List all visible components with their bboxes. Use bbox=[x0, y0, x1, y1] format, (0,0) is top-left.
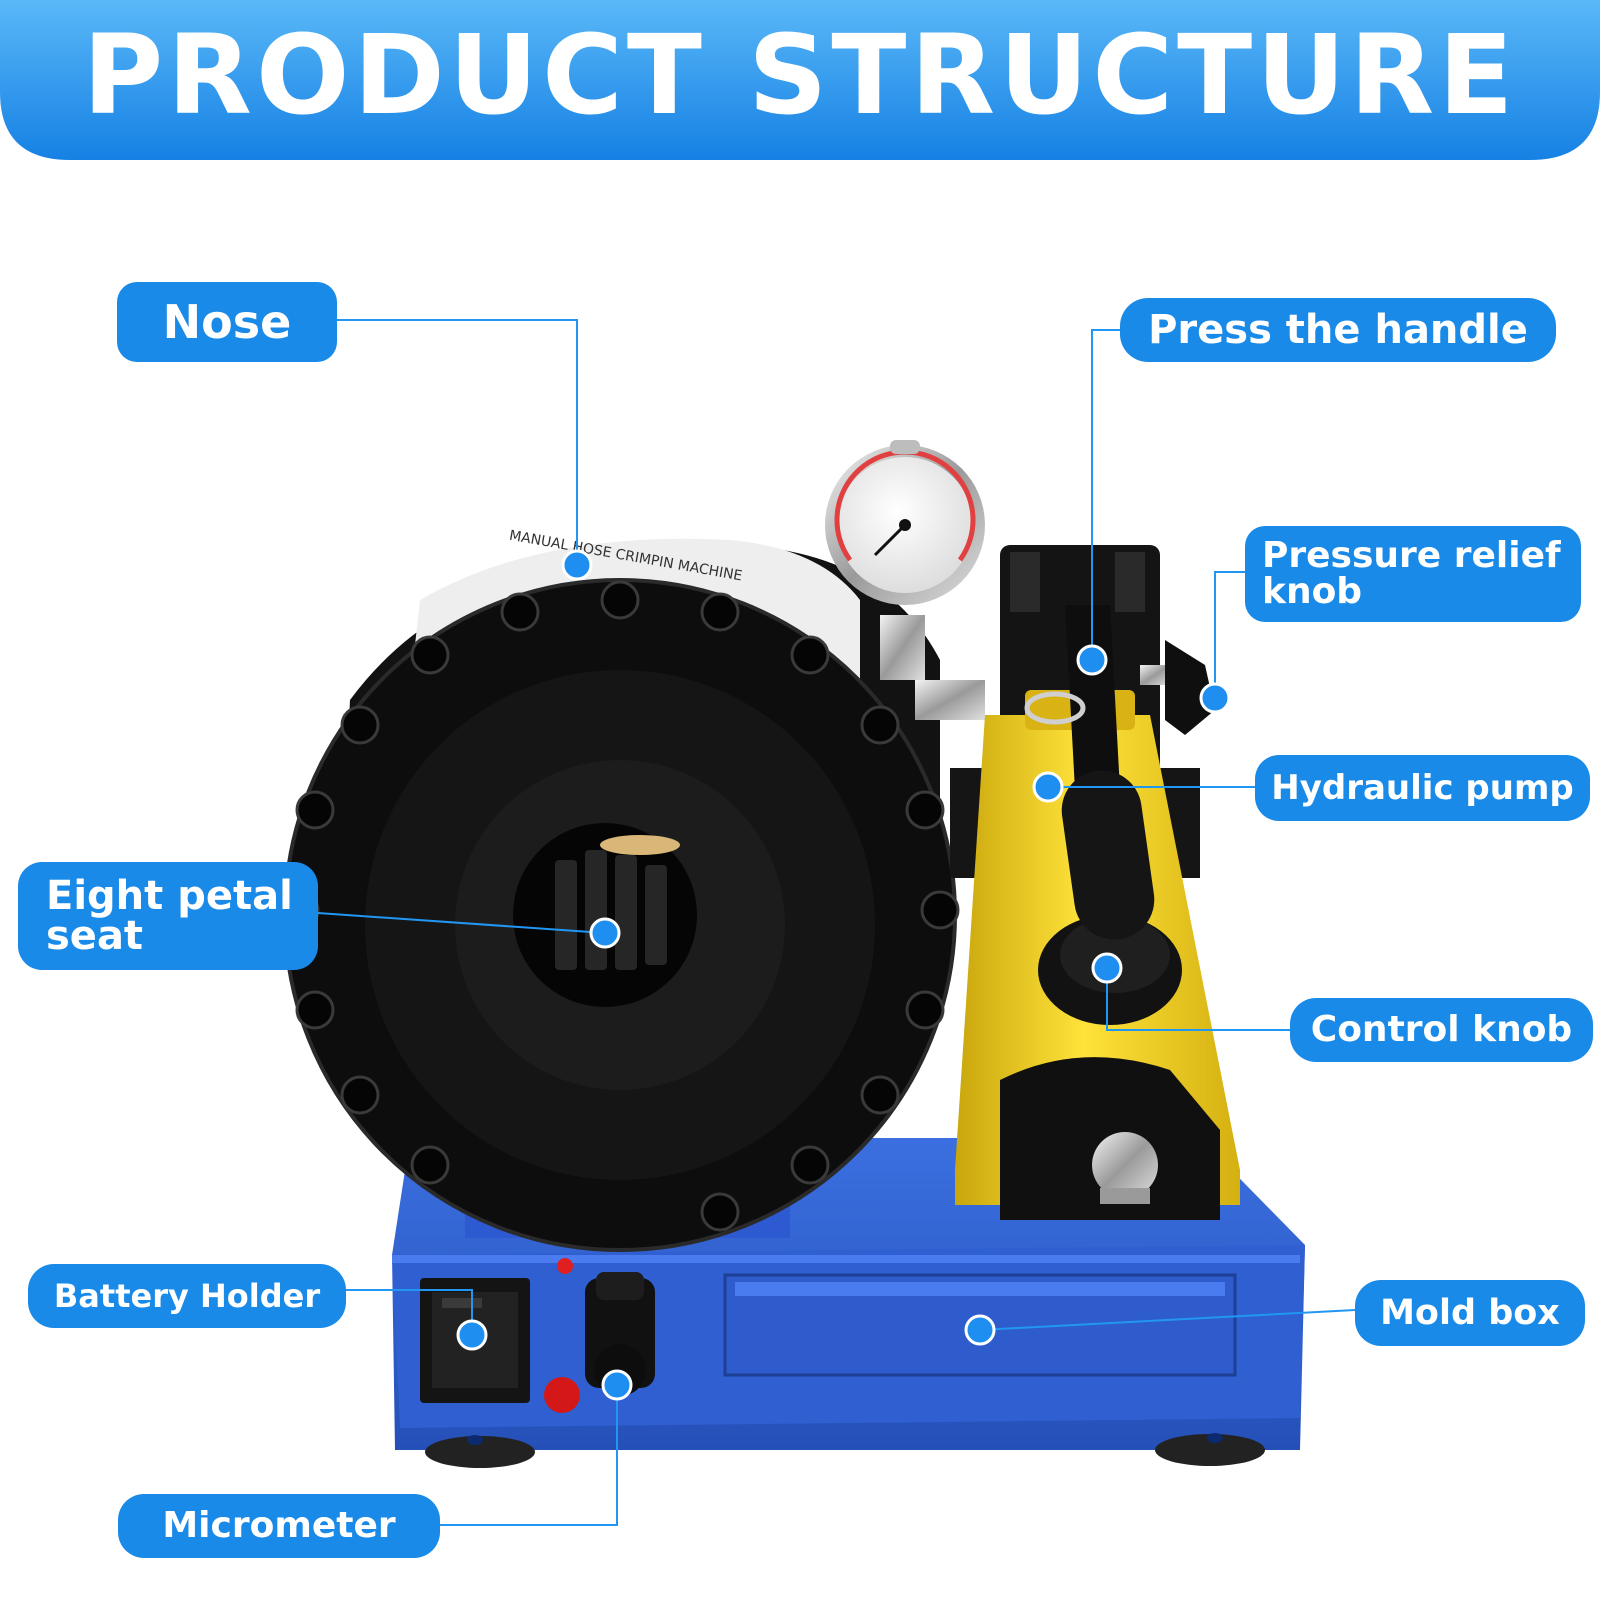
label-battery-holder-text: Battery Holder bbox=[53, 1277, 321, 1315]
dot-pressure-relief bbox=[1199, 682, 1231, 714]
label-press-handle: Press the handle bbox=[1120, 298, 1556, 362]
label-eight-petal-seat: Eight petal seat bbox=[46, 862, 318, 970]
leader-eight-petal bbox=[317, 912, 606, 934]
label-nose-text: Nose bbox=[162, 295, 292, 349]
pill-press-handle bbox=[1120, 298, 1556, 362]
pressure-relief-knob bbox=[1140, 640, 1215, 735]
label-nose: Nose bbox=[117, 282, 337, 362]
leader-press-handle bbox=[1091, 329, 1120, 660]
label-press-handle-text: Press the handle bbox=[1148, 307, 1528, 353]
eight-petal-dies bbox=[555, 850, 667, 970]
label-pills bbox=[18, 282, 1593, 1558]
dot-battery-holder bbox=[456, 1319, 488, 1351]
label-micrometer-text: Micrometer bbox=[162, 1505, 396, 1546]
label-eight-petal-line1: Eight petal bbox=[46, 873, 293, 919]
pill-control-knob bbox=[1290, 998, 1593, 1062]
label-hydraulic-pump: Hydraulic pump bbox=[1255, 755, 1590, 821]
pill-battery-holder bbox=[28, 1264, 346, 1328]
pressure-gauge bbox=[825, 440, 985, 720]
dot-mold-box bbox=[964, 1314, 996, 1346]
dot-eight-petal bbox=[589, 917, 621, 949]
label-battery-holder: Battery Holder bbox=[28, 1264, 346, 1328]
label-hydraulic-pump-text: Hydraulic pump bbox=[1271, 768, 1574, 808]
pill-hydraulic-pump bbox=[1255, 755, 1590, 821]
dot-hydraulic-pump bbox=[1032, 771, 1064, 803]
label-mold-box: Mold box bbox=[1355, 1280, 1585, 1346]
leader-micrometer bbox=[440, 1385, 618, 1526]
label-control-knob: Control knob bbox=[1290, 998, 1593, 1062]
pill-nose bbox=[117, 282, 337, 362]
pill-mold-box bbox=[1355, 1280, 1585, 1346]
dot-micrometer bbox=[601, 1369, 633, 1401]
pill-pressure-relief bbox=[1245, 526, 1581, 622]
leader-nose bbox=[330, 319, 578, 565]
label-eight-petal-line2: seat bbox=[46, 913, 144, 959]
dot-control-knob bbox=[1091, 952, 1123, 984]
indicator-light bbox=[557, 1258, 573, 1274]
label-pressure-relief: Pressure relief knob bbox=[1262, 526, 1580, 622]
dot-nose bbox=[561, 549, 593, 581]
label-pressure-relief-line2: knob bbox=[1262, 571, 1363, 612]
pill-micrometer bbox=[118, 1494, 440, 1558]
label-control-knob-text: Control knob bbox=[1310, 1009, 1573, 1050]
label-micrometer: Micrometer bbox=[118, 1494, 440, 1558]
label-pressure-relief-line1: Pressure relief bbox=[1262, 535, 1561, 576]
press-handle bbox=[1024, 605, 1155, 940]
pill-eight-petal bbox=[18, 862, 318, 970]
crimping-head: MANUAL HOSE CRIMPIN MACHINE bbox=[280, 528, 960, 1252]
leader-mold-box bbox=[979, 1309, 1356, 1331]
label-mold-box-text: Mold box bbox=[1380, 1292, 1560, 1333]
callout-dots bbox=[456, 549, 1231, 1401]
leader-pressure-relief bbox=[1214, 571, 1245, 698]
dot-press-handle bbox=[1076, 644, 1108, 676]
mold-box bbox=[723, 1273, 1237, 1377]
page-title: PRODUCT STRUCTURE bbox=[82, 11, 1518, 139]
header-banner: PRODUCT STRUCTURE bbox=[0, 0, 1600, 162]
header-banner-shape bbox=[0, 0, 1600, 160]
leader-control-knob bbox=[1106, 968, 1290, 1031]
